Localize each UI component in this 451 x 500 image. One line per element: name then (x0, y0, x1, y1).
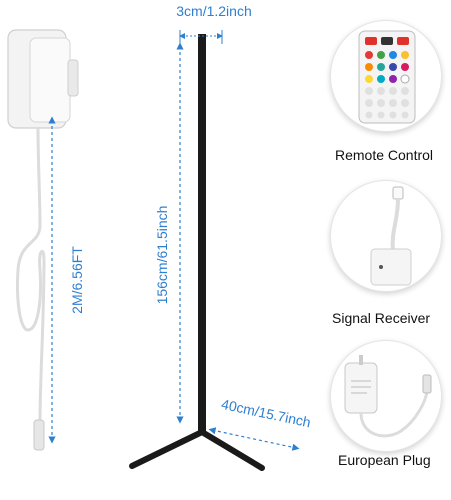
power-cable (16, 127, 46, 421)
european-plug-icon (344, 355, 432, 438)
power-adapter (7, 29, 79, 129)
signal-receiver-label: Signal Receiver (332, 310, 431, 326)
remote-control-icon (358, 30, 416, 124)
cable-length-label: 2M/6.56FT (69, 246, 85, 314)
width-label: 3cm/1.2inch (176, 3, 251, 19)
signal-receiver-icon (370, 186, 412, 286)
cable-connector (33, 419, 45, 451)
remote-control-circle (330, 20, 442, 132)
signal-receiver-circle (330, 180, 442, 292)
base-length-label: 40cm/15.7inch (220, 396, 312, 431)
european-plug-label: European Plug (338, 452, 431, 468)
remote-control-label: Remote Control (335, 147, 434, 163)
european-plug-circle (330, 340, 442, 452)
height-label: 156cm/61.5inch (154, 206, 170, 305)
